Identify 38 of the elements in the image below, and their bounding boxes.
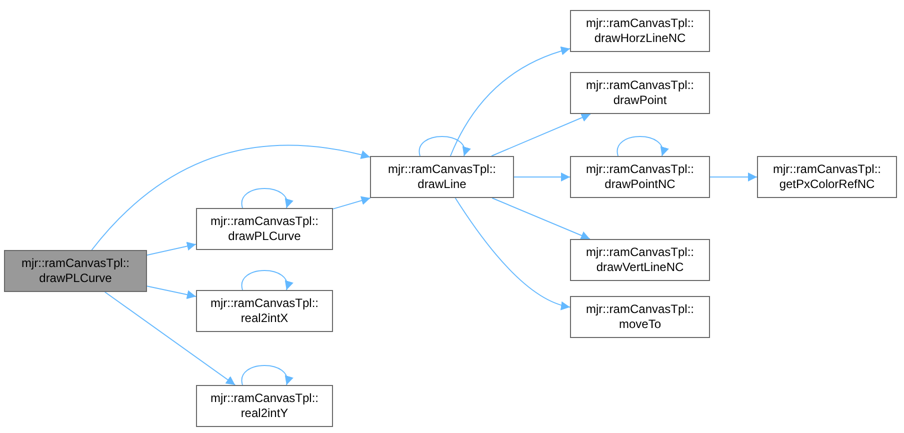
function-name: mjr::ramCanvasTpl:: real2intY: [209, 391, 320, 421]
function-name: mjr::ramCanvasTpl:: drawLine: [386, 162, 498, 192]
arrow: [146, 242, 196, 256]
function-box: [570, 239, 710, 281]
arrow: [514, 172, 570, 182]
function-box: [570, 296, 710, 338]
function-box: [370, 156, 514, 198]
function-name: mjr::ramCanvasTpl:: drawPLCurve: [209, 214, 320, 244]
arrow: [332, 196, 371, 210]
arrow: [491, 113, 591, 156]
function-box: [570, 156, 710, 198]
function-box: [4, 250, 147, 292]
function-box: [570, 72, 710, 114]
arrow: [418, 136, 470, 156]
function-box: [570, 10, 710, 52]
function-name: mjr::ramCanvasTpl:: drawPLCurve: [20, 256, 131, 286]
arrow: [146, 286, 196, 300]
arrow: [450, 46, 570, 156]
arrow: [616, 136, 668, 156]
function-box: [196, 385, 333, 427]
function-name: mjr::ramCanvasTpl:: drawHorzLineNC: [584, 16, 696, 46]
function-name: mjr::ramCanvasTpl:: getPxColorRefNC: [772, 162, 882, 192]
function-box: [196, 208, 333, 250]
arrow: [454, 198, 570, 310]
arrow: [104, 292, 236, 386]
arrow: [241, 270, 292, 290]
arrow: [241, 188, 292, 208]
function-name: mjr::ramCanvasTpl:: moveTo: [584, 302, 696, 332]
arrow: [710, 172, 758, 182]
function-box: [196, 290, 333, 332]
arrow: [492, 198, 590, 240]
arrow: [241, 365, 292, 386]
function-name: mjr::ramCanvasTpl:: drawVertLineNC: [584, 245, 696, 275]
function-box: [757, 156, 897, 198]
function-name: mjr::ramCanvasTpl:: real2intX: [209, 296, 320, 326]
arrow: [91, 144, 370, 250]
function-name: mjr::ramCanvasTpl:: drawPoint: [584, 78, 696, 108]
function-name: mjr::ramCanvasTpl:: drawPointNC: [584, 162, 696, 192]
